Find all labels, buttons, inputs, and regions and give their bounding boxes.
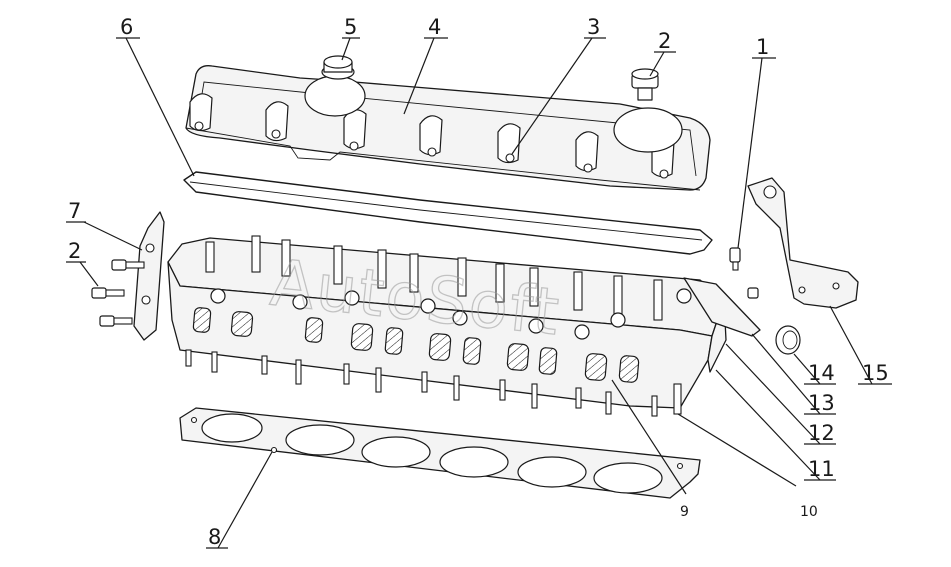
oil-filler-cap <box>321 55 355 80</box>
callout-1: 1 <box>756 35 769 59</box>
lifting-bracket-left <box>133 211 165 341</box>
dowel-pin <box>673 383 682 415</box>
callout-2-left: 2 <box>68 239 81 263</box>
callout-6: 6 <box>120 15 133 39</box>
callout-3: 3 <box>587 15 600 39</box>
callout-labels: 1 2 3 4 5 6 7 2 8 9 10 11 12 13 14 15 <box>68 15 889 549</box>
callout-15: 15 <box>862 361 889 385</box>
cylinder-head-ports <box>192 307 640 383</box>
callout-4: 4 <box>428 15 441 39</box>
lifting-bracket-right <box>747 177 859 309</box>
bolts-left <box>91 259 145 327</box>
valve-cover-gasket <box>183 171 713 255</box>
seal-ring <box>775 325 801 355</box>
plug <box>729 247 741 271</box>
callout-14: 14 <box>808 361 835 385</box>
callout-13: 13 <box>808 391 835 415</box>
callout-7: 7 <box>68 199 81 223</box>
leader-lines <box>66 37 892 549</box>
callout-11: 11 <box>808 457 835 481</box>
callout-10: 10 <box>800 504 818 520</box>
sensor <box>747 287 759 299</box>
cylinder-head-lower-studs <box>185 349 658 417</box>
valve-springs-and-bolts <box>205 235 692 340</box>
cylinder-head <box>167 235 727 417</box>
breather-plug <box>631 68 659 101</box>
valve-cover <box>185 65 711 191</box>
callout-12: 12 <box>808 421 835 445</box>
callout-9: 9 <box>680 504 689 520</box>
callout-8: 8 <box>208 525 221 549</box>
callout-2-upper: 2 <box>658 29 671 53</box>
callout-5: 5 <box>344 15 357 39</box>
head-gasket <box>179 407 701 499</box>
end-plate <box>683 277 761 337</box>
